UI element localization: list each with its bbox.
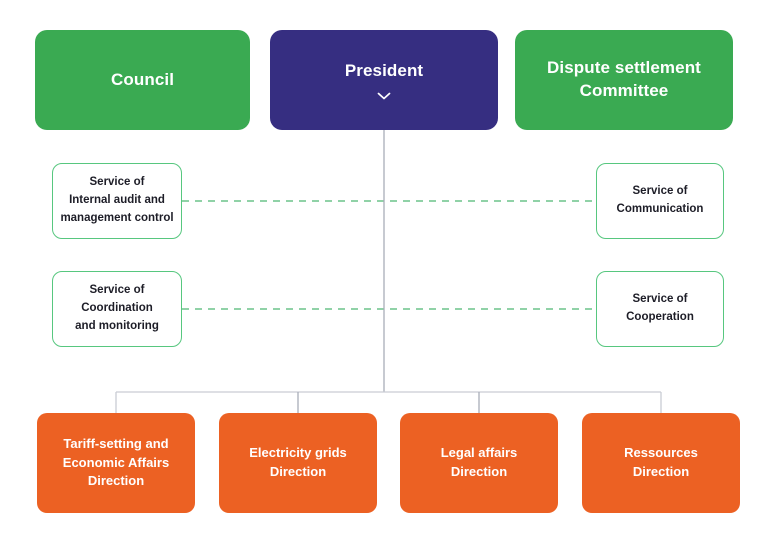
chevron-down-icon[interactable] (377, 92, 391, 100)
node-council[interactable]: Council (35, 30, 250, 130)
node-president[interactable]: President (270, 30, 498, 130)
node-president-label: President (344, 61, 424, 81)
node-council-label: Council (110, 69, 175, 89)
